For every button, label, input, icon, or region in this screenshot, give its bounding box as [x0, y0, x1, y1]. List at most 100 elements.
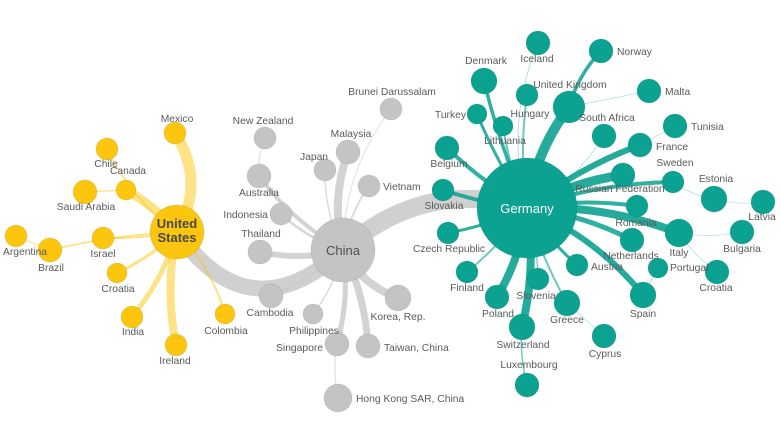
node-malaysia[interactable]	[335, 139, 361, 165]
node-label-saudiarabia: Saudi Arabia	[57, 202, 116, 213]
node-label-indonesia: Indonesia	[223, 210, 268, 221]
node-lithuania[interactable]	[492, 115, 514, 137]
node-vietnam[interactable]	[357, 174, 381, 198]
node-label-singapore: Singapore	[276, 343, 323, 354]
node-greece[interactable]	[553, 289, 581, 317]
node-label-latvia: Latvia	[748, 212, 776, 223]
node-korea[interactable]	[384, 284, 412, 312]
node-spain[interactable]	[629, 281, 657, 309]
node-croatia_de[interactable]	[704, 259, 730, 285]
node-label-russia: Russian Federation	[575, 184, 665, 195]
node-label-brunei: Brunei Darussalam	[348, 87, 436, 98]
node-brunei[interactable]	[379, 97, 403, 121]
node-label-chile: Chile	[94, 159, 118, 170]
node-slovakia[interactable]	[431, 178, 455, 202]
node-france[interactable]	[627, 132, 653, 158]
node-ireland[interactable]	[164, 333, 188, 357]
node-cyprus[interactable]	[591, 323, 617, 349]
node-finland[interactable]	[455, 260, 479, 284]
node-chile[interactable]	[95, 137, 119, 161]
node-label-india: India	[122, 327, 145, 338]
node-label-portugal: Portugal	[670, 263, 708, 274]
node-israel[interactable]	[91, 226, 115, 250]
node-portugal[interactable]	[647, 257, 669, 279]
node-hongkong[interactable]	[323, 383, 353, 413]
node-newzealand[interactable]	[253, 126, 277, 150]
node-label-austria: Austria	[591, 262, 623, 273]
node-thailand[interactable]	[247, 239, 273, 265]
node-label-colombia: Colombia	[204, 326, 248, 337]
node-singapore[interactable]	[324, 331, 350, 357]
node-label-newzealand: New Zealand	[233, 116, 294, 127]
node-luxembourg[interactable]	[514, 372, 540, 398]
node-romania[interactable]	[625, 194, 649, 218]
node-china[interactable]	[310, 217, 376, 283]
node-croatia_us[interactable]	[106, 262, 128, 284]
node-iceland[interactable]	[525, 30, 551, 56]
node-label-hongkong: Hong Kong SAR, China	[356, 394, 464, 405]
node-saudiarabia[interactable]	[72, 179, 98, 205]
node-label-uk: United Kingdom	[533, 80, 606, 91]
node-us[interactable]	[149, 204, 205, 260]
node-label-hungary: Hungary	[511, 109, 551, 120]
node-switzerland[interactable]	[508, 313, 536, 341]
node-southafrica[interactable]	[591, 123, 617, 149]
node-slovenia[interactable]	[526, 267, 550, 291]
node-argentina[interactable]	[4, 224, 28, 248]
node-taiwan[interactable]	[355, 333, 381, 359]
node-estonia[interactable]	[700, 185, 728, 213]
node-label-korea: Korea, Rep.	[371, 312, 426, 323]
node-uk[interactable]	[552, 90, 586, 124]
node-czech[interactable]	[436, 221, 460, 245]
node-label-argentina: Argentina	[3, 247, 47, 258]
node-mexico[interactable]	[163, 121, 187, 145]
node-label-poland: Poland	[482, 309, 514, 320]
node-label-brazil: Brazil	[38, 263, 64, 274]
node-hungary[interactable]	[515, 83, 539, 107]
node-austria[interactable]	[565, 253, 589, 277]
node-bulgaria[interactable]	[729, 219, 755, 245]
node-label-israel: Israel	[90, 249, 115, 260]
node-label-bulgaria: Bulgaria	[723, 244, 761, 255]
node-label-philippines: Philippines	[289, 326, 339, 337]
node-philippines[interactable]	[302, 303, 324, 325]
node-label-vietnam: Vietnam	[383, 182, 421, 193]
node-label-slovakia: Slovakia	[425, 201, 464, 212]
node-label-japan: Japan	[300, 152, 328, 163]
node-belgium[interactable]	[434, 135, 460, 161]
node-turkey[interactable]	[466, 103, 488, 125]
node-label-switzerland: Switzerland	[496, 340, 549, 351]
node-denmark[interactable]	[470, 67, 498, 95]
node-malta[interactable]	[636, 78, 662, 104]
node-label-france: France	[656, 142, 688, 153]
node-colombia[interactable]	[214, 303, 236, 325]
node-india[interactable]	[120, 305, 144, 329]
node-latvia[interactable]	[750, 189, 776, 215]
node-netherlands[interactable]	[619, 227, 645, 253]
node-label-italy: Italy	[670, 248, 690, 259]
node-australia[interactable]	[246, 163, 272, 189]
node-indonesia[interactable]	[269, 202, 293, 226]
node-italy[interactable]	[664, 218, 694, 248]
node-brazil[interactable]	[37, 237, 63, 263]
node-label-finland: Finland	[450, 283, 484, 294]
node-label-denmark: Denmark	[465, 56, 508, 67]
node-sweden[interactable]	[661, 170, 685, 194]
node-russia[interactable]	[610, 162, 636, 188]
node-cambodia[interactable]	[258, 283, 284, 309]
node-label-romania: Romania	[615, 218, 656, 229]
node-japan[interactable]	[313, 158, 337, 182]
node-label-malaysia: Malaysia	[331, 129, 372, 140]
node-label-germany: Germany	[500, 201, 554, 216]
node-tunisia[interactable]	[662, 113, 688, 139]
node-germany[interactable]	[476, 157, 578, 259]
node-canada[interactable]	[115, 179, 137, 201]
node-label-china: China	[326, 243, 361, 258]
node-poland[interactable]	[484, 284, 510, 310]
node-norway[interactable]	[588, 38, 614, 64]
node-label-taiwan: Taiwan, China	[384, 343, 449, 354]
node-label-australia: Australia	[239, 188, 279, 199]
node-label-belgium: Belgium	[430, 159, 467, 170]
